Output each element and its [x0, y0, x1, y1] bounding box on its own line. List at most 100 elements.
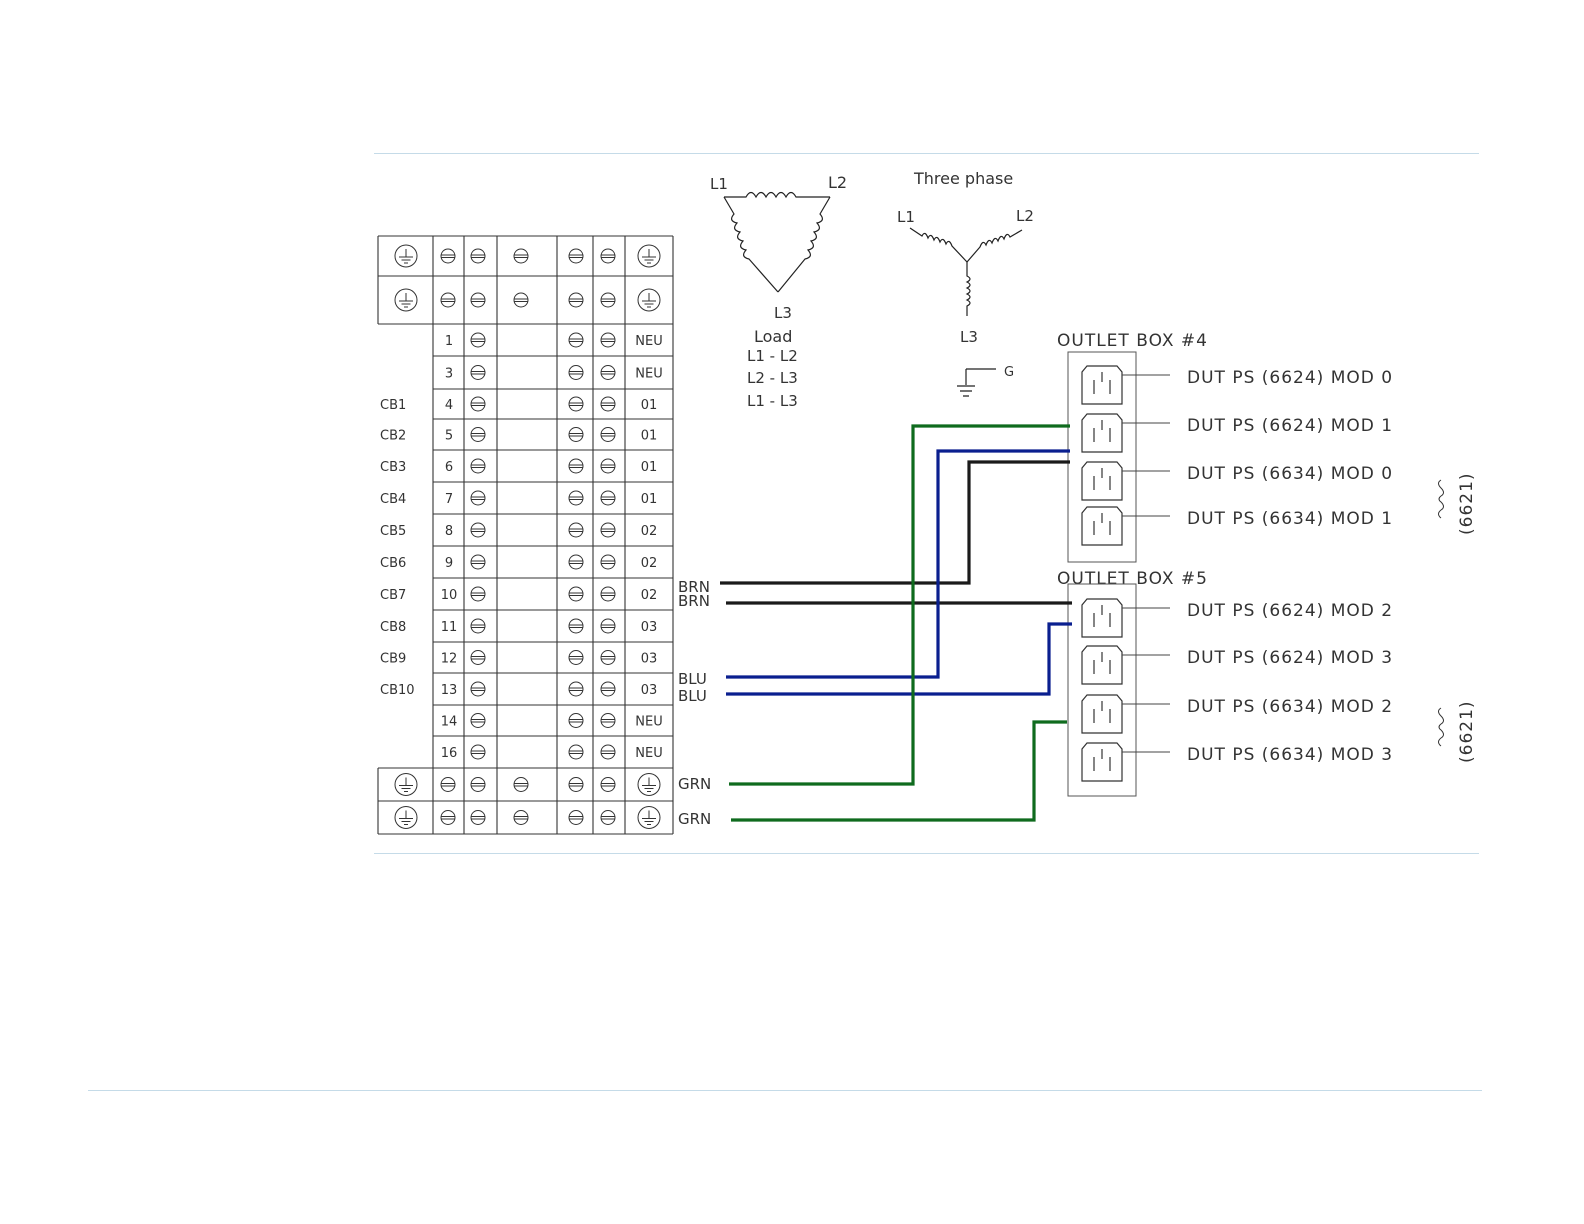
circuit-breaker-label: CB3	[380, 460, 406, 475]
wye-coil-l2	[966, 229, 1023, 263]
terminal-ground-row	[377, 275, 674, 325]
ground-icon	[637, 244, 661, 268]
screw-terminal-icon	[568, 248, 584, 264]
terminal-number: 10	[441, 588, 458, 603]
load-item-3: L1 - L3	[747, 392, 798, 410]
ground-icon	[394, 244, 418, 268]
screw-terminal-icon	[470, 554, 486, 570]
terminal-number: 14	[441, 715, 458, 730]
ground-icon	[957, 368, 996, 397]
screw-terminal-icon	[470, 427, 486, 442]
phase-label: 01	[641, 460, 658, 475]
screw-terminal-icon	[470, 332, 486, 348]
circuit-breaker-label: CB10	[380, 683, 415, 698]
screw-terminal-icon	[600, 554, 616, 570]
ground-icon	[394, 288, 418, 312]
middle-rule	[374, 853, 1479, 854]
screw-terminal-icon	[440, 810, 456, 825]
phase-label: 03	[641, 683, 658, 698]
outlet-receptacle-icon	[1081, 365, 1123, 405]
wire-label: BRN	[678, 592, 710, 610]
screw-terminal-icon	[568, 586, 584, 602]
screw-terminal-icon	[600, 458, 616, 474]
load-item-1: L1 - L2	[747, 347, 798, 365]
screw-terminal-icon	[470, 586, 486, 602]
wire-blu: BLU	[678, 622, 1072, 705]
ground-icon	[637, 773, 661, 796]
outlet-label: DUT PS (6634) MOD 2	[1187, 697, 1393, 717]
screw-terminal-icon	[568, 618, 584, 634]
screw-terminal-icon	[600, 332, 616, 348]
phase-label: 03	[641, 652, 658, 667]
screw-terminal-icon	[470, 396, 486, 412]
wire-path	[726, 449, 1070, 679]
circuit-breaker-label: CB4	[380, 492, 406, 507]
screw-terminal-icon	[470, 490, 486, 506]
screw-terminal-icon	[568, 522, 584, 538]
screw-terminal-icon	[600, 810, 616, 825]
ground-icon	[637, 288, 661, 312]
screw-terminal-icon	[600, 744, 616, 760]
delta-l2-label: L2	[828, 173, 847, 192]
outlet-receptacle-icon	[1081, 742, 1123, 782]
screw-terminal-icon	[600, 681, 616, 697]
screw-terminal-icon	[513, 810, 529, 825]
outlet-label: DUT PS (6634) MOD 0	[1187, 464, 1393, 484]
phase-label: NEU	[635, 746, 662, 761]
screw-terminal-icon	[600, 713, 616, 728]
outlet: DUT PS (6624) MOD 3	[1081, 645, 1393, 685]
screw-terminal-icon	[568, 554, 584, 570]
outlet-receptacle-icon	[1081, 506, 1123, 546]
outlet-label: DUT PS (6624) MOD 3	[1187, 648, 1393, 668]
outlet: DUT PS (6634) MOD 3	[1081, 742, 1392, 782]
wire-path	[729, 424, 1070, 786]
screw-terminal-icon	[600, 248, 616, 264]
screw-terminal-icon	[600, 777, 616, 792]
outlet-receptacle-icon	[1081, 645, 1123, 685]
screw-terminal-icon	[470, 292, 486, 308]
screw-terminal-icon	[470, 365, 486, 380]
outlet-receptacle-icon	[1081, 598, 1123, 638]
group-brace-icon	[1438, 707, 1444, 747]
phase-label: 02	[641, 556, 658, 571]
outlet: DUT PS (6634) MOD 2	[1081, 694, 1393, 734]
wire-path	[731, 720, 1067, 822]
terminal-number: 11	[441, 620, 458, 635]
outlet-label: DUT PS (6624) MOD 2	[1187, 601, 1393, 621]
delta-coil-left	[723, 196, 779, 293]
screw-terminal-icon	[513, 292, 529, 308]
screw-terminal-icon	[568, 365, 584, 380]
screw-terminal-icon	[440, 777, 456, 792]
terminal-ground-row	[377, 800, 674, 835]
ground-g-label: G	[1004, 365, 1014, 380]
wire-label: BLU	[678, 687, 707, 705]
wire-label: GRN	[678, 810, 711, 828]
phase-label: 01	[641, 398, 658, 413]
screw-terminal-icon	[470, 248, 486, 264]
screw-terminal-icon	[470, 618, 486, 634]
circuit-breaker-label: CB8	[380, 620, 406, 635]
screw-terminal-icon	[568, 332, 584, 348]
terminal-ground-row	[377, 767, 674, 802]
terminal-number: 1	[445, 334, 453, 349]
wire-blu: BLU	[678, 449, 1070, 688]
screw-terminal-icon	[568, 490, 584, 506]
wire-grn: GRN	[678, 424, 1070, 793]
screw-terminal-icon	[440, 248, 456, 264]
circuit-breaker-label: CB1	[380, 398, 406, 413]
